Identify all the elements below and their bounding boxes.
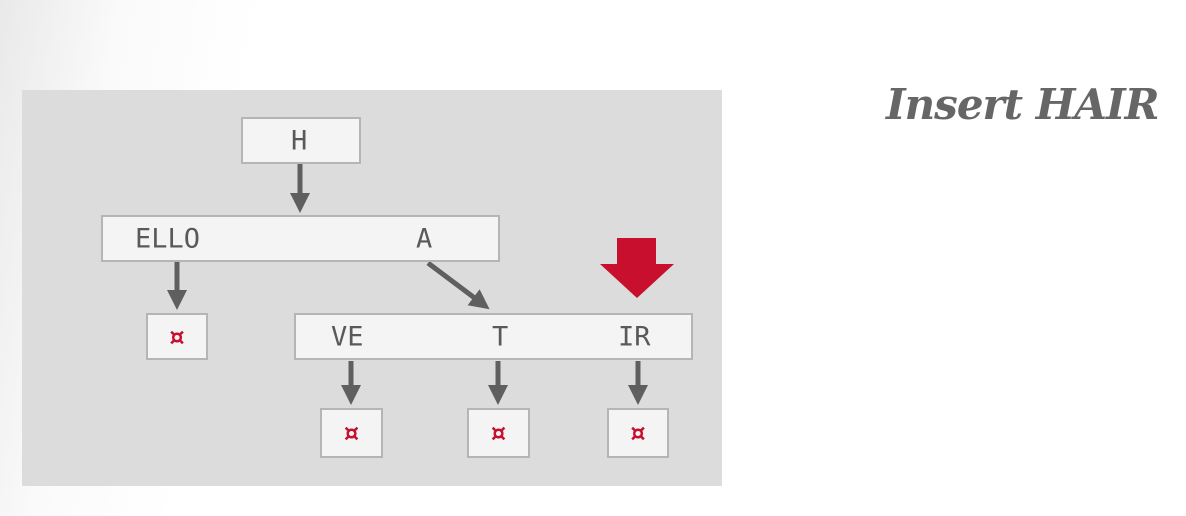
node-level2: ELLO A: [101, 215, 500, 262]
terminal-icon: ¤: [169, 322, 185, 351]
terminal-leaf: ¤: [607, 408, 669, 458]
slide-title: Insert HAIR: [886, 80, 1160, 129]
insert-arrow-icon: [600, 238, 674, 298]
node-level3: VE T IR: [294, 313, 693, 360]
key-ve: VE: [331, 321, 364, 352]
terminal-icon: ¤: [343, 419, 360, 447]
terminal-leaf: ¤: [467, 408, 530, 458]
edge-a-to-node: [426, 261, 490, 310]
root-node: H: [241, 117, 361, 164]
key-t: T: [492, 321, 509, 352]
terminal-icon: ¤: [630, 419, 646, 447]
terminal-leaf: ¤: [320, 408, 383, 458]
key-ir: IR: [618, 321, 651, 352]
terminal-icon: ¤: [490, 419, 507, 447]
terminal-leaf: ¤: [146, 313, 208, 360]
key-ello: ELLO: [135, 223, 201, 254]
key-a: A: [416, 223, 433, 254]
root-key: H: [291, 125, 308, 156]
